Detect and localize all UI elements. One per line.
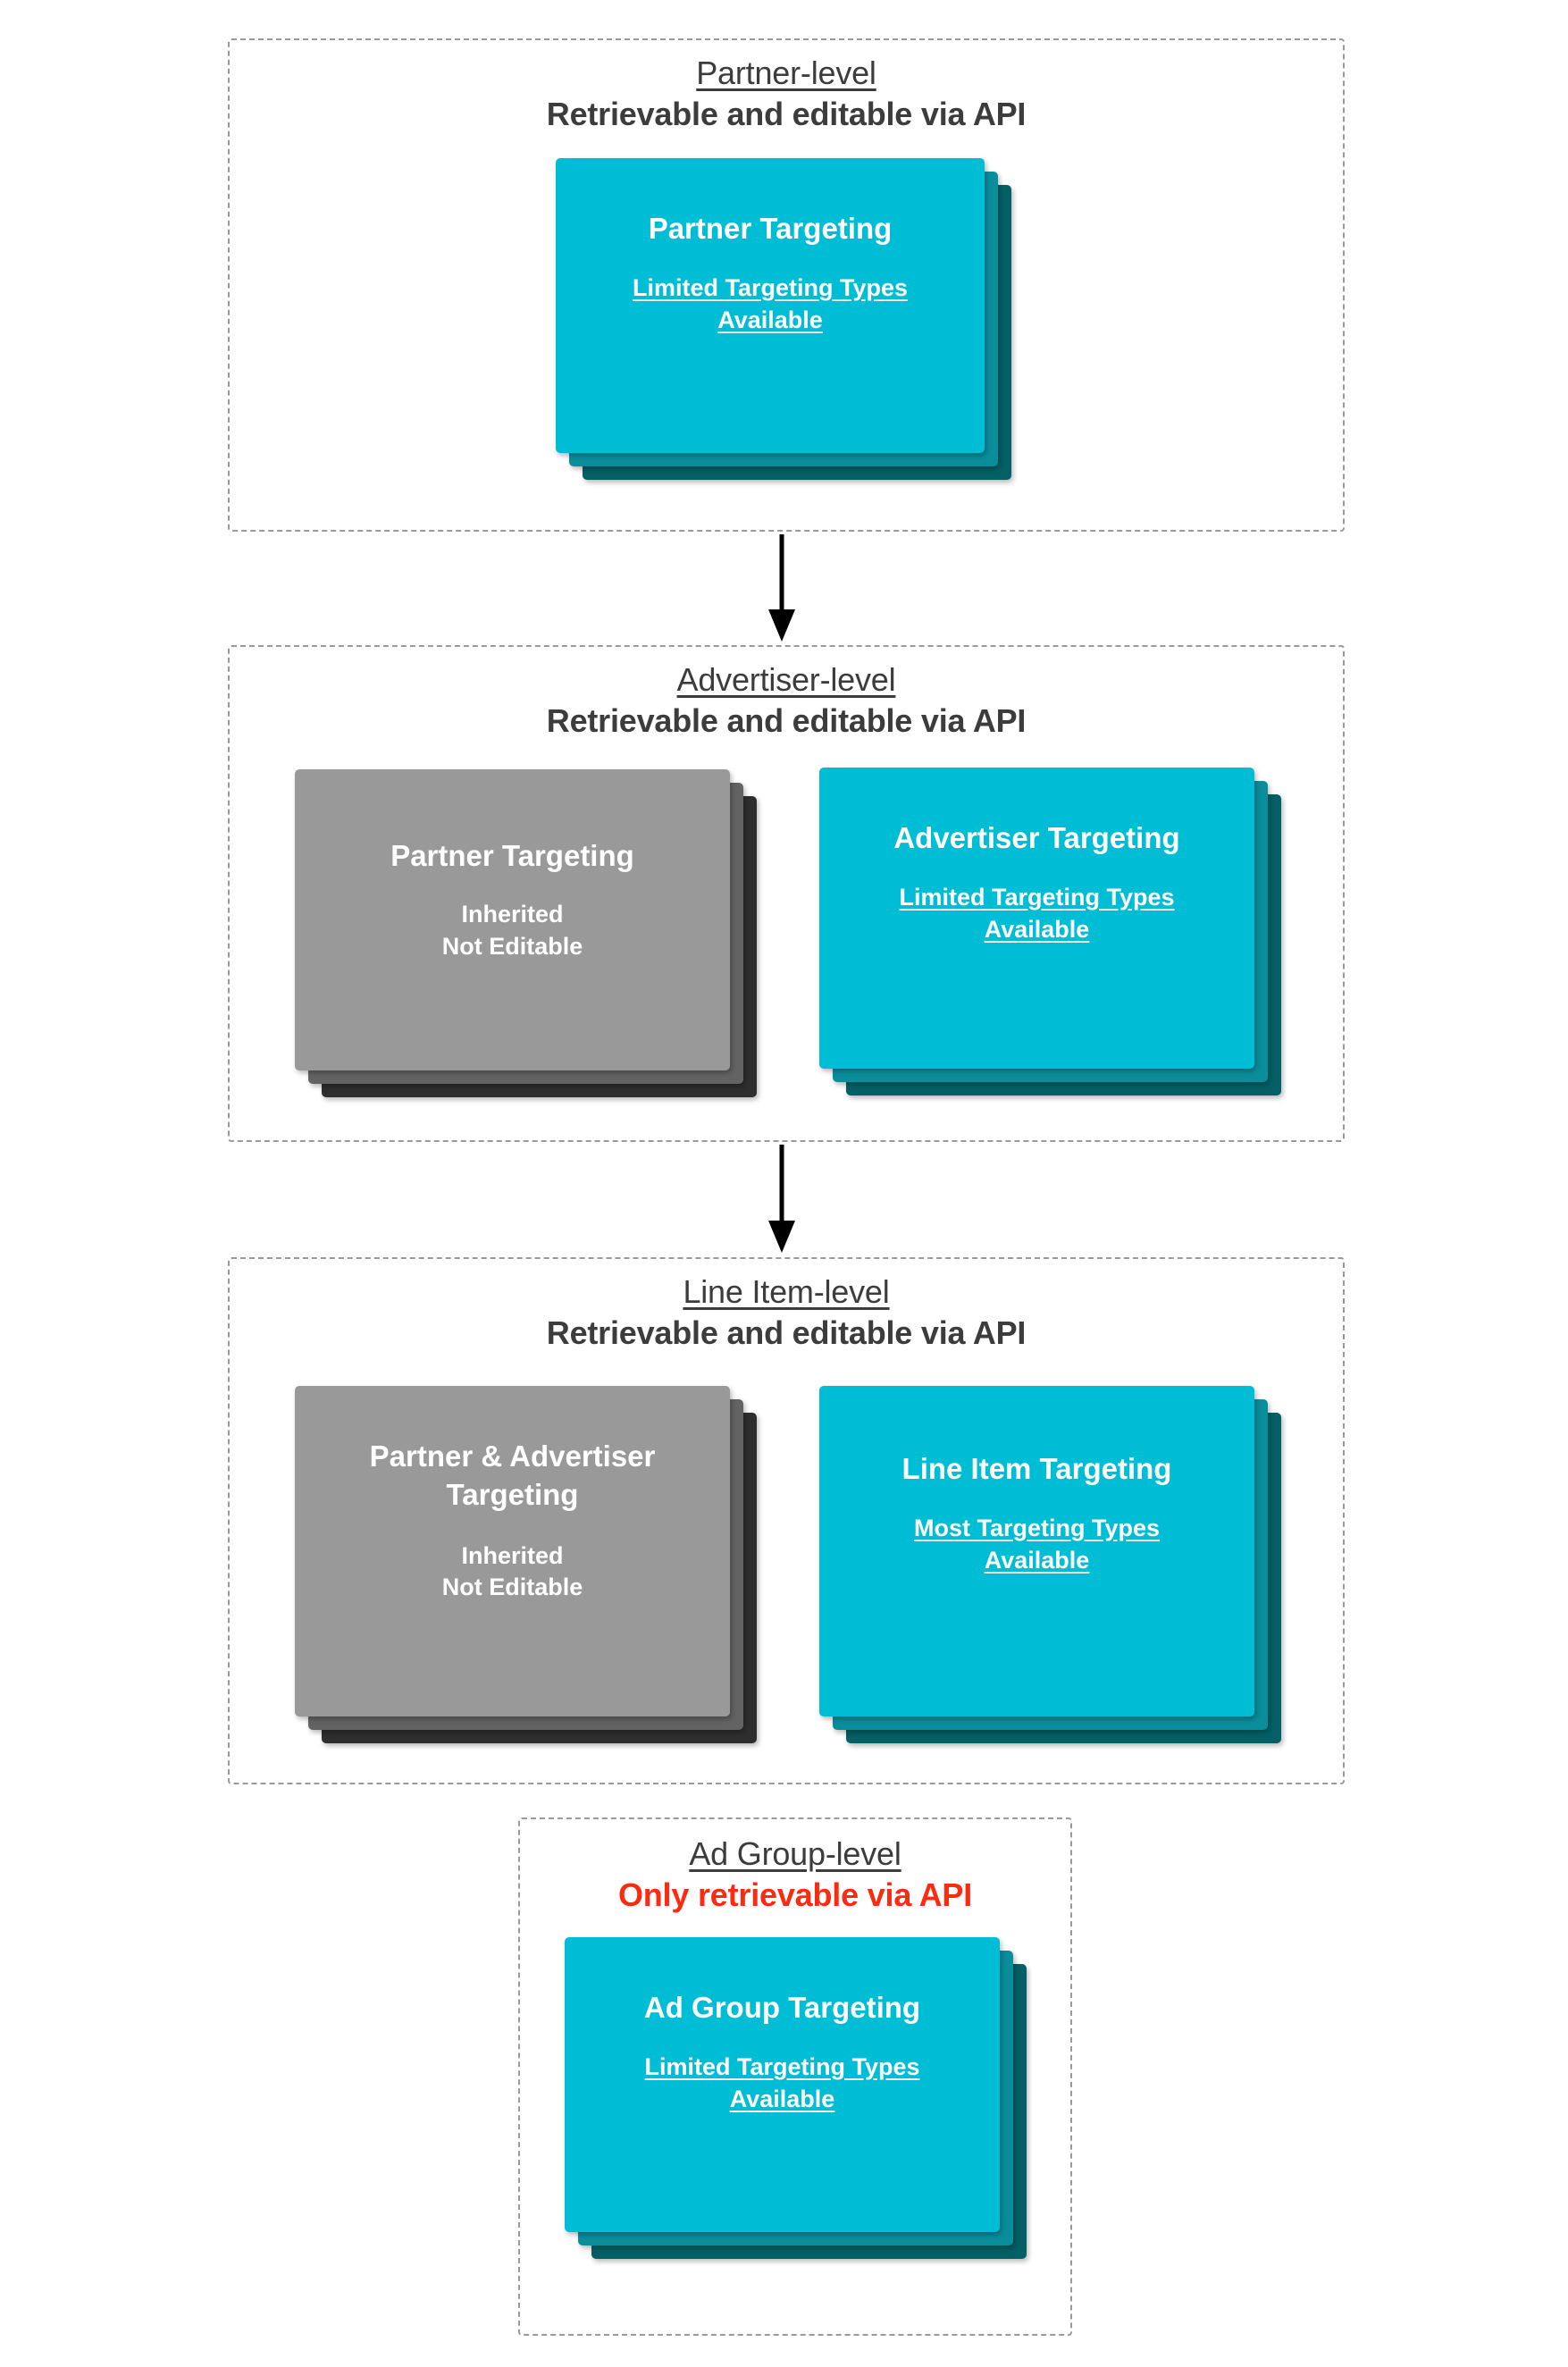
card-ad-group-targeting-note: Limited Targeting Types Available xyxy=(644,2052,920,2112)
arrow-head xyxy=(768,609,795,642)
card-advertiser-targeting-note: Limited Targeting Types Available xyxy=(899,883,1175,943)
card-partner-targeting[interactable]: Partner Targeting Limited Targeting Type… xyxy=(556,158,985,453)
card-line-item-targeting-title: Line Item Targeting xyxy=(901,1452,1172,1485)
card-stack-line-item-inherited: Partner & Advertiser Targeting Inherited… xyxy=(295,1386,759,1748)
arrow-shaft xyxy=(779,534,784,611)
arrow-advertiser-to-line-item xyxy=(764,1145,800,1253)
level-ad-group-subtitle: Only retrievable via API xyxy=(617,1876,973,1914)
level-partner-heading: Partner-level Retrievable and editable v… xyxy=(230,55,1343,134)
level-line-item: Line Item-level Retrievable and editable… xyxy=(228,1257,1345,1784)
level-advertiser-subtitle: Retrievable and editable via API xyxy=(546,702,1027,740)
card-advertiser-partner-targeting-title: Partner Targeting xyxy=(390,839,634,872)
level-ad-group-heading: Ad Group-level Only retrievable via API xyxy=(520,1835,1070,1915)
card-advertiser-partner-targeting[interactable]: Partner Targeting Inherited Not Editable xyxy=(295,769,730,1070)
card-stack-partner-targeting: Partner Targeting Limited Targeting Type… xyxy=(556,158,1011,480)
card-ad-group-targeting-title: Ad Group Targeting xyxy=(643,1991,921,2024)
level-line-item-heading: Line Item-level Retrievable and editable… xyxy=(230,1273,1343,1353)
level-advertiser-title: Advertiser-level xyxy=(676,661,896,698)
card-partner-targeting-note: Limited Targeting Types Available xyxy=(632,273,909,333)
card-stack-ad-group-targeting: Ad Group Targeting Limited Targeting Typ… xyxy=(565,1937,1029,2295)
card-line-item-inherited-targeting-title: Partner & Advertiser Targeting xyxy=(369,1440,656,1511)
card-advertiser-targeting-title: Advertiser Targeting xyxy=(893,821,1180,854)
level-ad-group-title: Ad Group-level xyxy=(689,1835,901,1872)
level-partner-subtitle: Retrievable and editable via API xyxy=(546,96,1027,133)
level-advertiser: Advertiser-level Retrievable and editabl… xyxy=(228,645,1345,1142)
level-line-item-title: Line Item-level xyxy=(683,1273,890,1310)
card-line-item-inherited-targeting[interactable]: Partner & Advertiser Targeting Inherited… xyxy=(295,1386,730,1716)
arrow-partner-to-advertiser xyxy=(764,534,800,642)
card-partner-targeting-title: Partner Targeting xyxy=(648,212,893,245)
level-partner-title: Partner-level xyxy=(696,55,876,91)
card-line-item-targeting-note: Most Targeting Types Available xyxy=(913,1514,1161,1574)
card-stack-advertiser-targeting: Advertiser Targeting Limited Targeting T… xyxy=(819,768,1284,1098)
card-advertiser-targeting[interactable]: Advertiser Targeting Limited Targeting T… xyxy=(819,768,1254,1069)
arrow-head xyxy=(768,1221,795,1253)
arrow-shaft xyxy=(779,1145,784,1222)
card-ad-group-targeting[interactable]: Ad Group Targeting Limited Targeting Typ… xyxy=(565,1937,1000,2232)
card-stack-line-item-targeting: Line Item Targeting Most Targeting Types… xyxy=(819,1386,1284,1748)
level-partner: Partner-level Retrievable and editable v… xyxy=(228,38,1345,532)
level-ad-group: Ad Group-level Only retrievable via API … xyxy=(518,1817,1072,2336)
card-line-item-inherited-targeting-note: Inherited Not Editable xyxy=(441,1541,583,1601)
card-line-item-targeting[interactable]: Line Item Targeting Most Targeting Types… xyxy=(819,1386,1254,1716)
level-advertiser-heading: Advertiser-level Retrievable and editabl… xyxy=(230,661,1343,741)
level-line-item-subtitle: Retrievable and editable via API xyxy=(546,1314,1027,1352)
card-advertiser-partner-targeting-note: Inherited Not Editable xyxy=(441,900,583,960)
card-stack-advertiser-inherited: Partner Targeting Inherited Not Editable xyxy=(295,769,759,1100)
